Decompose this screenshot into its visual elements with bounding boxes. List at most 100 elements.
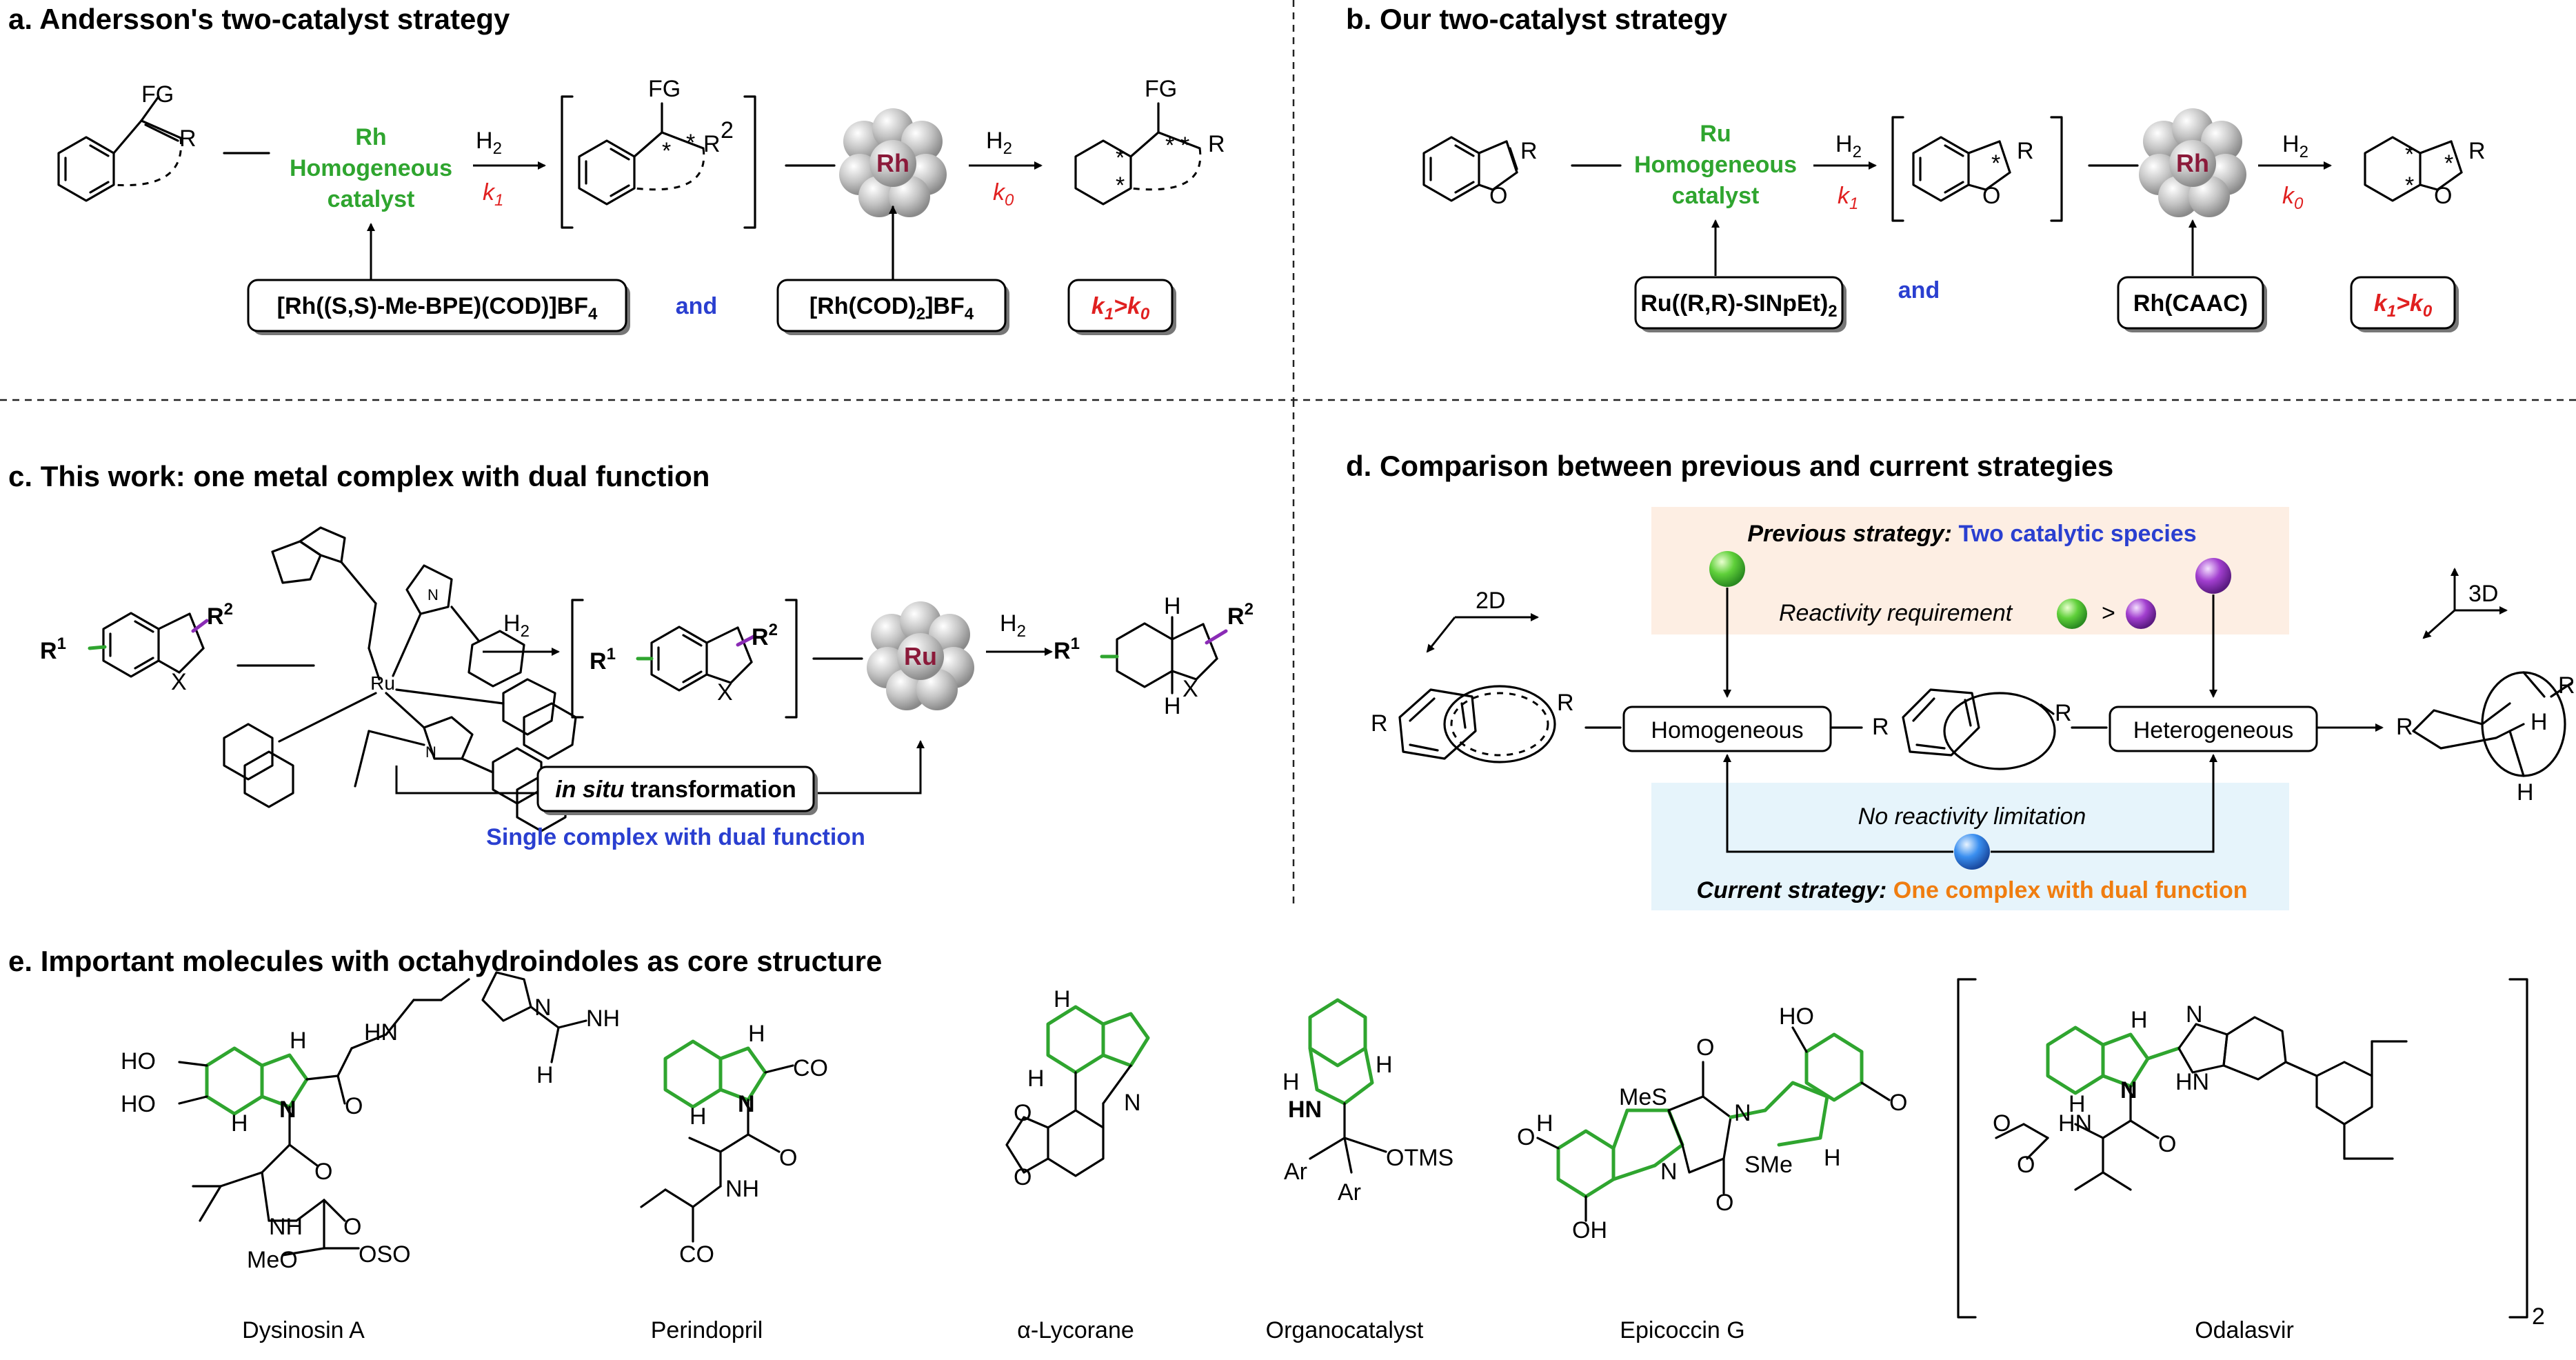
k1-label: k1 <box>483 179 503 210</box>
panel-d-product: R R H H <box>2396 671 2575 806</box>
h2-label: H2 <box>503 610 530 641</box>
r-label: R <box>1371 710 1388 737</box>
h2-label: H2 <box>2282 131 2308 161</box>
r2-label: R2 <box>752 621 778 650</box>
no-reactivity-limitation: No reactivity limitation <box>1858 803 2086 830</box>
svg-text:MeO: MeO <box>247 1247 298 1273</box>
2d-axes-icon: 2D <box>1426 588 1539 653</box>
svg-text:N: N <box>2186 1001 2203 1028</box>
heterogeneous-text: Heterogeneous <box>2133 717 2294 743</box>
purple-sphere-icon <box>2195 558 2231 594</box>
k0-label: k0 <box>993 179 1014 210</box>
box-rh-caac <box>2117 276 2264 330</box>
svg-text:H: H <box>1282 1069 1300 1095</box>
r-label: R <box>2468 138 2486 164</box>
svg-text:CO: CO <box>679 1241 714 1268</box>
blue-sphere-icon <box>1954 834 1990 870</box>
r2-label: R2 <box>207 600 233 630</box>
fg-label: FG <box>648 76 681 102</box>
svg-text:Rh: Rh <box>876 149 909 177</box>
h2-label: H2 <box>476 128 502 158</box>
r-label: R <box>1872 714 1889 740</box>
panel-a-substrate: FG R <box>57 81 197 202</box>
svg-text:H: H <box>1054 986 1071 1012</box>
box-k1-gt-k0 <box>2350 276 2456 330</box>
svg-text:H: H <box>1824 1145 1841 1171</box>
svg-text:N: N <box>1734 1100 1751 1126</box>
panel-c: c. This work: one metal complex with dua… <box>8 460 1254 850</box>
svg-text:H: H <box>2069 1091 2086 1117</box>
panel-b-title: b. Our two-catalyst strategy <box>1346 3 1728 35</box>
svg-text:SMe: SMe <box>1744 1152 1793 1178</box>
svg-text:MeS: MeS <box>1619 1084 1667 1110</box>
svg-text:N: N <box>425 743 436 761</box>
homogeneous-text: Homogeneous <box>1651 717 1803 743</box>
panel-e-title: e. Important molecules with octahydroind… <box>8 945 882 977</box>
box-k1-gt-k0 <box>1067 279 1174 332</box>
svg-text:HN: HN <box>1288 1097 1322 1123</box>
svg-text:HO: HO <box>121 1091 156 1117</box>
homogeneous-box <box>1622 706 1832 752</box>
green-sphere-icon <box>1709 551 1745 587</box>
panel-c-product: H H X R2 R1 <box>1054 593 1254 719</box>
svg-text:CO: CO <box>793 1055 828 1081</box>
o-label: O <box>2434 183 2452 209</box>
o-label: O <box>1489 183 1507 209</box>
k0-label: k0 <box>2282 183 2304 213</box>
h2-label: H2 <box>986 128 1012 158</box>
panel-b-substrate: O R <box>1422 136 1538 209</box>
h-label: H <box>2530 709 2548 735</box>
molecule-epicoccin-g: O OH H MeS O O N N SMe HO O H Epicoccin … <box>1517 1003 1907 1343</box>
panel-a-product: FG R * * * * <box>1074 76 1225 206</box>
fg-label: FG <box>1145 76 1177 102</box>
homogeneous-label: Homogeneous <box>1634 152 1797 178</box>
x-label: X <box>1183 676 1198 702</box>
svg-text:H: H <box>2131 1007 2148 1033</box>
box-ru-sinpet-text: Ru((R,R)-SINpEt)2 <box>1640 290 1837 321</box>
r-label: R <box>179 126 197 152</box>
svg-text:O: O <box>1715 1190 1733 1216</box>
x-label: X <box>171 669 187 695</box>
current-strategy-text: Current strategy: One complex with dual … <box>1696 877 2247 903</box>
r1-label: R1 <box>1054 634 1080 664</box>
r-label: R <box>1520 138 1538 164</box>
rh-label: Rh <box>355 124 386 150</box>
green-sphere-icon <box>2057 599 2087 629</box>
svg-text:NH: NH <box>725 1176 759 1202</box>
svg-text:O: O <box>2017 1152 2035 1178</box>
svg-text:NH: NH <box>269 1214 303 1240</box>
r-label: R <box>2055 700 2072 726</box>
in-situ-text: in situ transformation <box>555 777 796 803</box>
o-label: O <box>1982 183 2000 209</box>
svg-text:O: O <box>2158 1131 2176 1157</box>
svg-text:*: * <box>1116 145 1125 171</box>
svg-text:*: * <box>2405 172 2414 199</box>
organocatalyst-label: Organocatalyst <box>1266 1317 1424 1343</box>
svg-text:H: H <box>231 1110 248 1137</box>
svg-text:*: * <box>686 130 695 156</box>
svg-text:Ru: Ru <box>904 642 937 670</box>
ru-label: Ru <box>1700 121 1731 147</box>
svg-text:HO: HO <box>121 1048 156 1074</box>
svg-text:NH: NH <box>586 1006 620 1032</box>
svg-text:O: O <box>314 1159 332 1185</box>
svg-text:OTMS: OTMS <box>1386 1145 1453 1171</box>
panel-d-title: d. Comparison between previous and curre… <box>1346 450 2113 482</box>
svg-text:H: H <box>1536 1110 1553 1137</box>
r-label: R <box>2558 672 2575 699</box>
svg-text:N: N <box>1660 1159 1678 1185</box>
ru-complex-catalyst: Ru N N <box>223 526 577 832</box>
molecule-odalasvir: 2 N H H N HN O <box>1957 978 2545 1343</box>
and-label: and <box>1898 277 1940 303</box>
svg-text:H: H <box>690 1103 707 1130</box>
k1-gt-k0: k1>k0 <box>2374 290 2433 321</box>
svg-text:HN: HN <box>2058 1110 2092 1137</box>
x-label: X <box>717 679 733 706</box>
svg-text:Rh: Rh <box>2176 149 2209 177</box>
dysinosin-a-label: Dysinosin A <box>242 1317 365 1343</box>
molecule-dysinosin-a: HO HO N H H O HN N NH H O NH O OSO MeO D… <box>121 971 620 1343</box>
panel-a: a. Andersson's two-catalyst strategy FG … <box>8 3 1225 335</box>
h-label: H <box>1164 693 1181 719</box>
svg-text:O: O <box>1014 1164 1032 1190</box>
